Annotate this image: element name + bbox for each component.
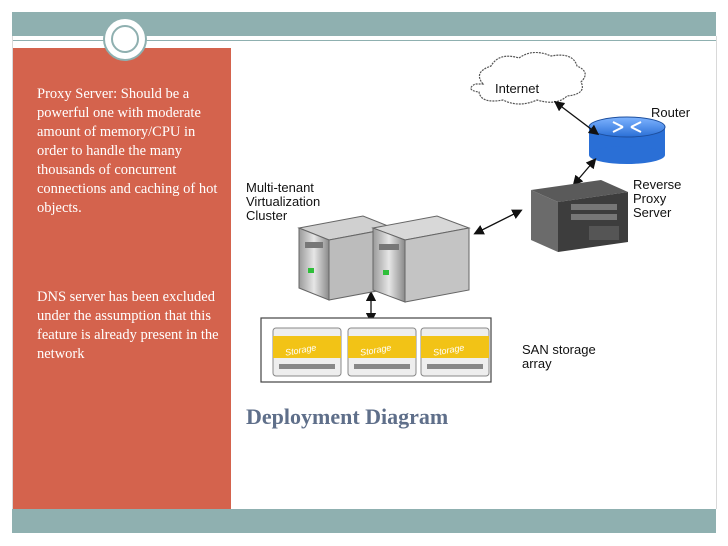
router-proxy-arrow bbox=[572, 158, 597, 186]
san-label-line1: SAN storage bbox=[522, 342, 596, 357]
router-label: Router bbox=[651, 105, 691, 120]
internet-label: Internet bbox=[495, 81, 539, 96]
cluster-label-line2: Virtualization bbox=[246, 194, 320, 209]
bottom-band bbox=[12, 509, 716, 533]
internet-cloud-icon bbox=[470, 52, 586, 105]
proxy-server-note: Proxy Server: Should be a powerful one w… bbox=[37, 86, 218, 216]
decorative-circle-icon bbox=[103, 17, 147, 61]
reverse-proxy-server-icon bbox=[531, 180, 628, 252]
proxy-cluster-arrow bbox=[473, 209, 523, 235]
top-divider bbox=[12, 40, 716, 41]
deployment-diagram: Internet Router Reverse Proxy Server Mul… bbox=[246, 52, 691, 383]
storage-unit-3-icon: Storage bbox=[420, 327, 490, 377]
cluster-server-2-icon bbox=[371, 215, 471, 303]
diagram-caption: Deployment Diagram bbox=[246, 404, 449, 429]
left-panel bbox=[13, 48, 231, 509]
internet-router-arrow bbox=[553, 100, 600, 136]
proxy-label-line1: Reverse bbox=[633, 177, 681, 192]
storage-unit-1-icon: Storage bbox=[272, 327, 342, 377]
storage-unit-2-icon: Storage bbox=[347, 327, 417, 377]
router-icon bbox=[588, 116, 666, 164]
san-storage-array: Storage Storage Storage bbox=[260, 317, 492, 383]
slide-frame bbox=[12, 36, 717, 509]
proxy-label-line2: Proxy bbox=[633, 191, 667, 206]
proxy-label-line3: Server bbox=[633, 205, 672, 220]
cluster-label-line3: Cluster bbox=[246, 208, 288, 223]
cluster-label-line1: Multi-tenant bbox=[246, 180, 314, 195]
san-label-line2: array bbox=[522, 356, 552, 371]
dns-server-note: DNS server has been excluded under the a… bbox=[37, 289, 219, 362]
